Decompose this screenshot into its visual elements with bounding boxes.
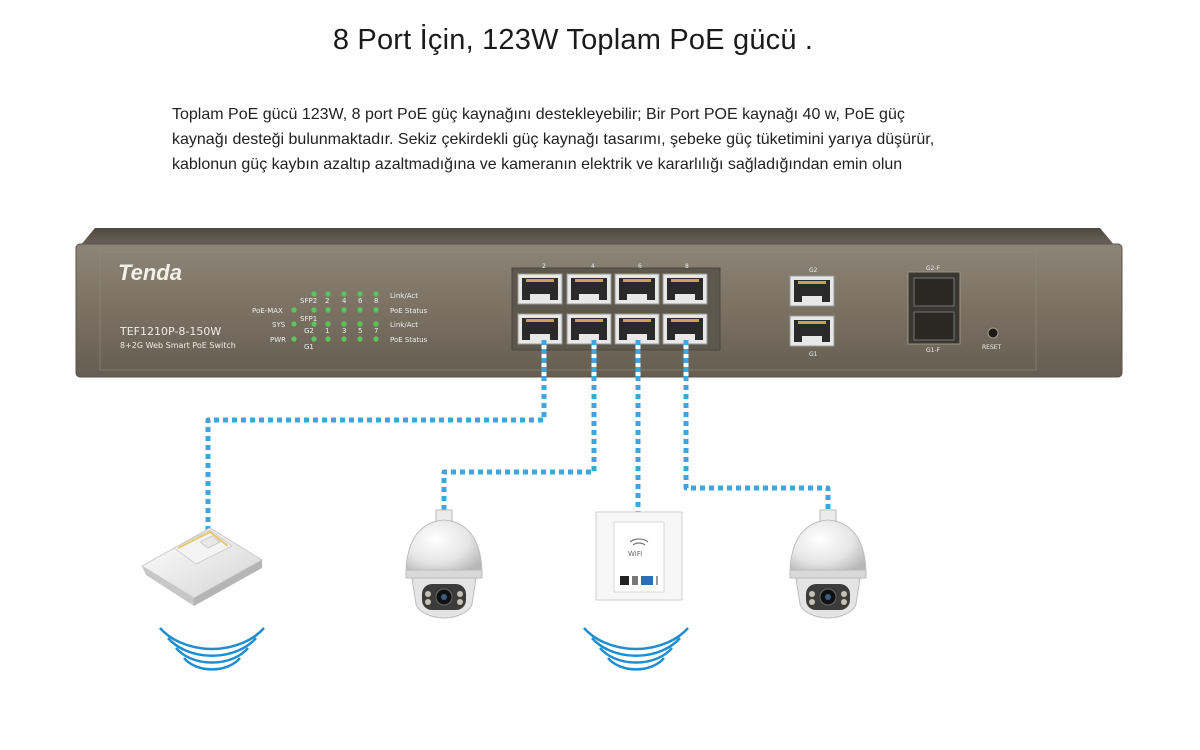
status-led (325, 336, 331, 342)
wall-plate-ap: WiFi (595, 511, 683, 601)
status-led (291, 336, 297, 342)
reset-label: RESET (982, 344, 1002, 351)
g2-port-label: G2 (809, 267, 818, 274)
led-label-sys: SYS (272, 321, 286, 329)
status-led (311, 307, 317, 313)
status-led (357, 291, 363, 297)
sfp-slot-g2[interactable] (913, 277, 955, 307)
status-led (325, 321, 331, 327)
led-num-top-2: 4 (342, 297, 347, 305)
status-led (325, 291, 331, 297)
status-led (357, 321, 363, 327)
led-num-top-4: 8 (374, 297, 378, 305)
status-led (341, 336, 347, 342)
status-led (357, 336, 363, 342)
cable-to-camera-right (683, 340, 831, 512)
ethernet-port[interactable] (566, 273, 612, 305)
description-paragraph: Toplam PoE gücü 123W, 8 port PoE güç kay… (172, 106, 935, 173)
wall-ap-wifi-label: WiFi (628, 550, 642, 558)
port-number: 8 (685, 263, 689, 270)
status-led (373, 336, 379, 342)
led-num-bottom-2: 3 (342, 327, 346, 335)
led-label-g1: G1 (304, 343, 314, 351)
g2-port[interactable] (789, 275, 835, 307)
g1-port-label: G1 (809, 351, 818, 358)
model-subtitle: 8+2G Web Smart PoE Switch (120, 341, 236, 350)
page-title: 8 Port İçin, 123W Toplam PoE gücü . (332, 24, 814, 56)
led-label-sfp2: SFP2 (300, 297, 317, 305)
led-label-poe-status-top: PoE Status (390, 307, 428, 315)
ethernet-port[interactable] (566, 313, 612, 345)
status-led (373, 321, 379, 327)
led-label-link-act-bottom: Link/Act (390, 321, 418, 329)
wifi-signal-icon (583, 627, 689, 671)
phone-port[interactable] (620, 576, 629, 585)
lan-port[interactable] (641, 576, 653, 585)
port-number: 2 (542, 263, 546, 270)
led-num-top-3: 6 (358, 297, 363, 305)
cable-to-camera-left (441, 340, 597, 512)
status-leds (291, 291, 379, 342)
led-label-poe-max: PoE-MAX (252, 307, 283, 315)
ptz-camera-right (789, 509, 867, 619)
status-led (291, 307, 297, 313)
switch-top-face (80, 228, 1115, 246)
led-label-link-act-top: Link/Act (390, 292, 418, 300)
status-led (373, 291, 379, 297)
led-num-bottom-4: 7 (374, 327, 378, 335)
ethernet-port[interactable] (517, 313, 563, 345)
status-led (291, 321, 297, 327)
led-label-poe-status-bottom: PoE Status (390, 336, 428, 344)
status-led (373, 307, 379, 313)
sfp-slot-g1[interactable] (913, 311, 955, 341)
ethernet-port[interactable] (614, 273, 660, 305)
sfp-top-label: G2-F (926, 265, 941, 272)
status-led (341, 291, 347, 297)
usb-port[interactable] (632, 576, 638, 585)
wifi-icon (629, 538, 649, 546)
status-led (341, 307, 347, 313)
status-led (357, 307, 363, 313)
ethernet-port[interactable] (614, 313, 660, 345)
led-num-bottom-1: 1 (325, 327, 329, 335)
status-led (325, 307, 331, 313)
status-led (311, 336, 317, 342)
ptz-camera-left (405, 509, 483, 619)
reset-button[interactable] (987, 327, 999, 339)
wifi-signal-icon (159, 627, 265, 671)
ethernet-port[interactable] (517, 273, 563, 305)
port-number: 4 (591, 263, 595, 270)
led-num-top-1: 2 (325, 297, 329, 305)
ethernet-port[interactable] (662, 313, 708, 345)
ethernet-port[interactable] (662, 273, 708, 305)
led-label-sfp1: SFP1 (300, 315, 317, 323)
status-led (341, 321, 347, 327)
g1-port[interactable] (789, 315, 835, 347)
led-label-g2: G2 (304, 327, 314, 335)
access-point (141, 527, 263, 606)
led-label-pwr: PWR (270, 336, 286, 344)
status-led (311, 321, 317, 327)
poe-switch: Tenda TEF1210P-8-150W 8+2G Web Smart PoE… (75, 228, 1123, 378)
led-num-bottom-3: 5 (358, 327, 362, 335)
model-name: TEF1210P-8-150W (119, 325, 221, 338)
status-led (311, 291, 317, 297)
cable-to-access-point (205, 340, 547, 538)
sfp-bottom-label: G1-F (926, 347, 941, 354)
port-number: 6 (638, 263, 642, 270)
brand-logo: Tenda (118, 260, 182, 285)
poe-cables (205, 340, 831, 538)
